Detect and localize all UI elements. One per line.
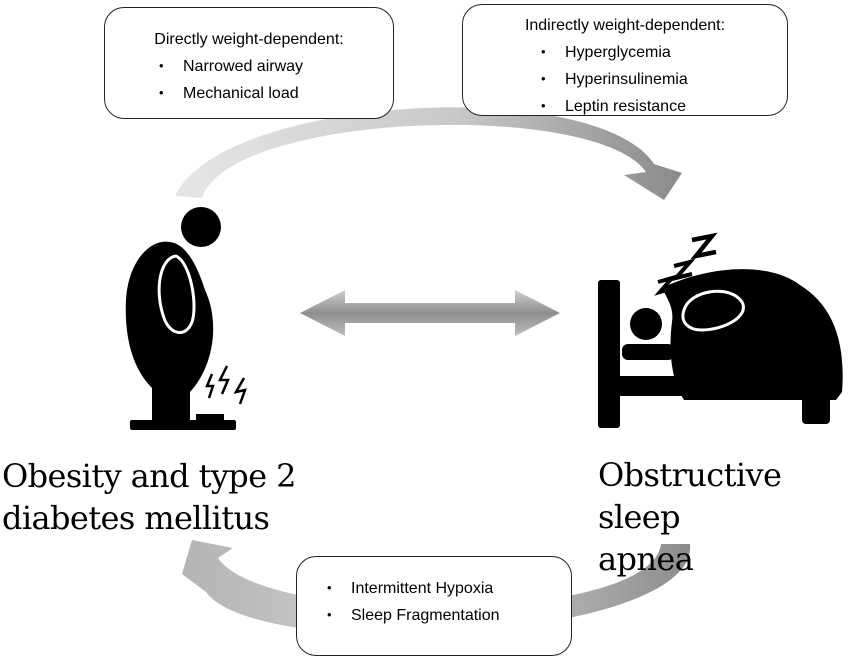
list-item: Intermittent Hypoxia bbox=[327, 575, 571, 602]
list-item: Mechanical load bbox=[159, 80, 393, 107]
indirectly-weight-dependent-box: Indirectly weight-dependent: Hyperglycem… bbox=[462, 4, 788, 116]
directly-weight-dependent-box: Directly weight-dependent: Narrowed airw… bbox=[104, 7, 394, 119]
top-curved-arrow bbox=[175, 107, 682, 200]
list-item: Hyperglycemia bbox=[541, 39, 787, 66]
obstructive-sleep-apnea-label: Obstructive sleep apnea bbox=[598, 456, 782, 578]
list-item: Sleep Fragmentation bbox=[327, 602, 571, 629]
list-item: Narrowed airway bbox=[159, 53, 393, 80]
bidirectional-arrow bbox=[300, 290, 560, 336]
sleeping-person-in-bed-icon bbox=[598, 232, 843, 428]
obesity-diabetes-label: Obesity and type 2 diabetes mellitus bbox=[2, 457, 296, 537]
indirect-box-title: Indirectly weight-dependent: bbox=[524, 17, 726, 34]
direct-factor-list: Narrowed airway Mechanical load bbox=[105, 53, 393, 107]
list-item: Leptin resistance bbox=[541, 93, 787, 120]
direct-box-title: Directly weight-dependent: bbox=[154, 31, 344, 48]
list-item: Hyperinsulinemia bbox=[541, 66, 787, 93]
person-on-scale-icon bbox=[125, 207, 247, 430]
osa-effect-list: Intermittent Hypoxia Sleep Fragmentation bbox=[297, 575, 571, 629]
osa-effects-box: Intermittent Hypoxia Sleep Fragmentation bbox=[296, 556, 572, 656]
indirect-factor-list: Hyperglycemia Hyperinsulinemia Leptin re… bbox=[463, 39, 787, 120]
